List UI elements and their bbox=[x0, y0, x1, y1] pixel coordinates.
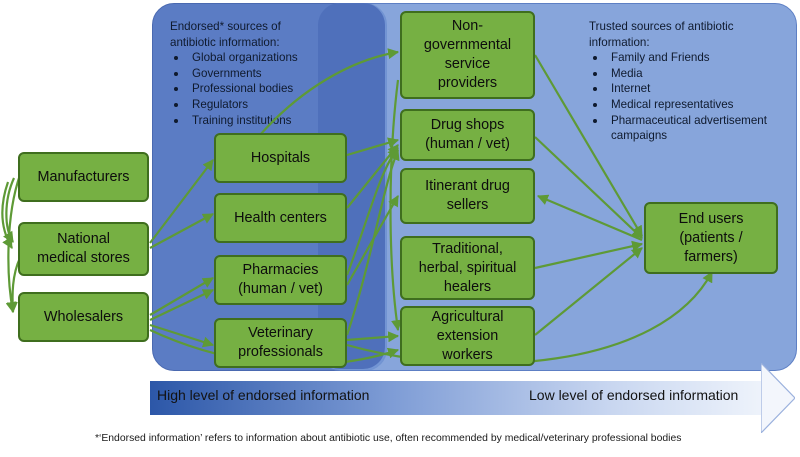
trusted-source-item: Internet bbox=[589, 81, 794, 97]
arrow-wholesalers-to-pharmacies-a bbox=[149, 277, 214, 316]
endorsed-source-item: Training institutions bbox=[170, 113, 320, 129]
node-manufacturers: Manufacturers bbox=[18, 152, 149, 202]
arrow-hospitals-to-drug-shops bbox=[346, 137, 400, 157]
arrow-manufacturers-to-national-stores-outer bbox=[1, 181, 13, 249]
node-drug-shops: Drug shops (human / vet) bbox=[400, 109, 535, 161]
gradient-arrowhead-icon bbox=[761, 363, 795, 433]
arrow-veterinary-to-agricultural bbox=[346, 331, 400, 343]
arrow-hospitals-to-ngo bbox=[259, 48, 400, 136]
node-hospitals: Hospitals bbox=[214, 133, 347, 183]
node-national-medical-stores: National medical stores bbox=[18, 222, 149, 276]
node-wholesalers: Wholesalers bbox=[18, 292, 149, 342]
endorsed-source-item: Global organizations bbox=[170, 50, 320, 66]
trusted-source-item: Pharmaceutical advertisement campaigns bbox=[589, 113, 794, 144]
arrow-ngo-to-end-users bbox=[534, 54, 643, 237]
arrow-veterinary-to-drug-shops bbox=[345, 148, 400, 336]
arrow-veterinary-to-end-users bbox=[346, 271, 713, 365]
endorsed-source-item: Professional bodies bbox=[170, 81, 320, 97]
arrow-agricultural-to-end-users bbox=[534, 247, 643, 336]
node-itinerant-drug-sellers: Itinerant drug sellers bbox=[400, 168, 535, 224]
arrow-wholesalers-to-veterinary bbox=[149, 323, 215, 348]
low-endorsement-label: Low level of endorsed information bbox=[529, 387, 739, 403]
high-endorsement-label: High level of endorsed information bbox=[157, 387, 370, 403]
arrow-national-stores-to-hospitals bbox=[149, 159, 214, 244]
arrow-end-users-to-itinerant bbox=[536, 194, 643, 242]
arrow-wholesalers-to-pharmacies-b bbox=[149, 289, 214, 321]
trusted-sources-panel: Trusted sources of antibiotic informatio… bbox=[589, 19, 794, 144]
endorsed-sources-heading: Endorsed* sources of antibiotic informat… bbox=[170, 20, 281, 49]
arrow-national-stores-to-health-centers bbox=[149, 213, 214, 249]
trusted-sources-region bbox=[318, 3, 797, 371]
endorsed-source-item: Regulators bbox=[170, 97, 320, 113]
node-ngo-service-providers: Non- governmental service providers bbox=[400, 11, 535, 99]
arrow-drug-shops-to-end-users bbox=[534, 136, 643, 239]
endorsement-gradient-bar bbox=[150, 381, 762, 415]
arrow-traditional-to-end-users bbox=[534, 240, 644, 270]
arrow-ngo-to-agricultural bbox=[389, 79, 403, 332]
trusted-source-item: Media bbox=[589, 66, 794, 82]
trusted-sources-list: Family and Friends Media Internet Medica… bbox=[589, 50, 794, 144]
overlap-region bbox=[318, 3, 385, 369]
node-health-centers: Health centers bbox=[214, 193, 347, 243]
node-end-users: End users (patients / farmers) bbox=[644, 202, 778, 274]
trusted-source-item: Family and Friends bbox=[589, 50, 794, 66]
node-agricultural-extension-workers: Agricultural extension workers bbox=[400, 306, 535, 366]
node-pharmacies: Pharmacies (human / vet) bbox=[214, 255, 347, 305]
endorsed-sources-list: Global organizations Governments Profess… bbox=[170, 50, 320, 128]
endorsed-sources-panel: Endorsed* sources of antibiotic informat… bbox=[170, 19, 320, 128]
trusted-sources-heading: Trusted sources of antibiotic informatio… bbox=[589, 20, 734, 49]
footnote: *‘Endorsed information’ refers to inform… bbox=[95, 433, 682, 444]
node-traditional-healers: Traditional, herbal, spiritual healers bbox=[400, 236, 535, 300]
node-veterinary-professionals: Veterinary professionals bbox=[214, 318, 347, 368]
trusted-source-item: Medical representatives bbox=[589, 97, 794, 113]
endorsed-source-item: Governments bbox=[170, 66, 320, 82]
